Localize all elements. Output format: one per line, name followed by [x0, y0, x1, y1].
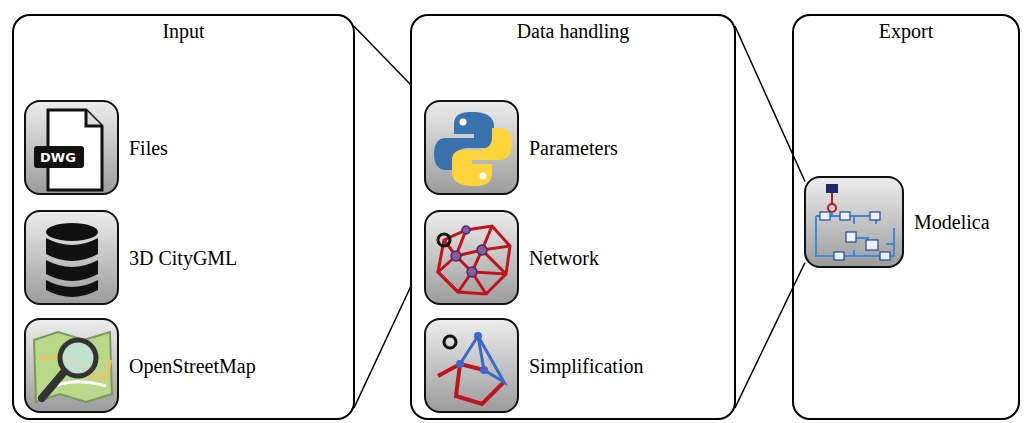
icon-tile: 3D CityGML: [24, 210, 119, 305]
icon-tile: Modelica: [804, 176, 904, 268]
icon-illustration: [26, 212, 117, 303]
zoom-line: [354, 26, 411, 85]
zoom-line: [735, 26, 805, 181]
stage-panel: Data handlingParametersNetworkSimplifica…: [410, 14, 736, 420]
icon-illustration: [426, 212, 517, 303]
icon-illustration: [426, 320, 517, 411]
zoom-line: [735, 262, 805, 407]
item-label: 3D CityGML: [129, 246, 237, 269]
item-label: OpenStreetMap: [129, 354, 256, 377]
icon-tile: Network: [424, 210, 519, 305]
stage-panel: ExportModelica: [792, 14, 1020, 420]
item-label: Simplification: [529, 354, 643, 377]
icon-illustration: [26, 320, 117, 411]
icon-illustration: [426, 102, 517, 193]
panel-heading: Input: [14, 20, 353, 43]
zoom-line: [354, 286, 411, 408]
item-label: Modelica: [914, 211, 990, 234]
icon-illustration: [806, 178, 902, 266]
stage-panel: InputFilesDWG3D CityGMLOpenStreetMap: [12, 14, 355, 420]
icon-illustration: [26, 102, 117, 193]
icon-tile: Simplification: [424, 318, 519, 413]
item-label: Parameters: [529, 136, 618, 159]
panel-heading: Data handling: [412, 20, 734, 43]
panel-heading: Export: [794, 20, 1018, 43]
item-label: Files: [129, 136, 168, 159]
icon-tile: FilesDWG: [24, 100, 119, 195]
icon-tile: OpenStreetMap: [24, 318, 119, 413]
item-label: Network: [529, 246, 599, 269]
icon-tile: Parameters: [424, 100, 519, 195]
file-badge: DWG: [40, 150, 76, 165]
